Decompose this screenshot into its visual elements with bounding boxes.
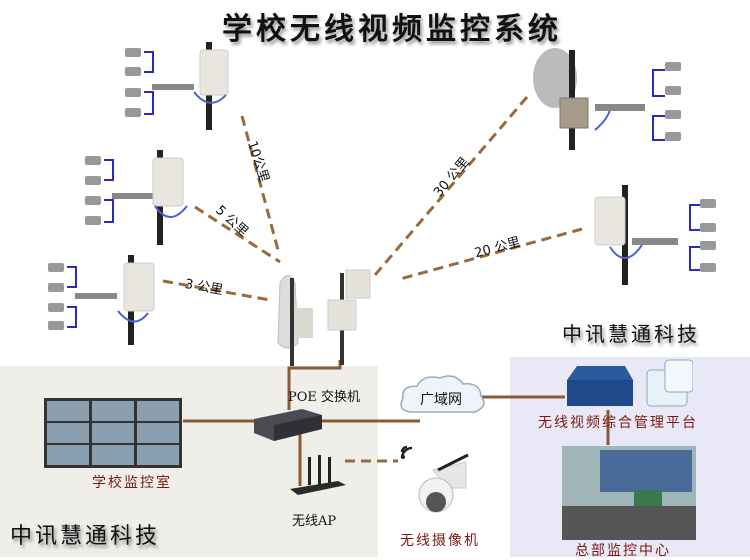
wan-cloud-icon: [400, 375, 485, 413]
switch-icon: [632, 238, 678, 245]
switch-icon: [595, 104, 645, 111]
remote-site-top-left: [125, 42, 229, 130]
brand-watermark-bottom: 中讯慧通科技: [10, 524, 161, 549]
page-title: 学校无线视频监控系统: [222, 12, 562, 47]
brand-watermark-top: 中讯慧通科技: [562, 322, 700, 346]
switch-icon: [112, 193, 154, 199]
wan-label: 广域网: [420, 392, 462, 408]
wireless-camera-icon: [400, 445, 469, 513]
bridge-radio-icon: [152, 157, 184, 207]
link-line-3km: [162, 279, 271, 302]
link-line-10km: [240, 115, 280, 251]
school-room-label: 学校监控室: [92, 475, 172, 491]
wireless-ap-icon: [290, 455, 346, 495]
switch-icon: [152, 84, 194, 90]
remote-site-bottom-left: [48, 255, 155, 345]
platform-label: 无线视频综合管理平台: [538, 415, 698, 431]
management-platform-icon: [567, 359, 693, 407]
wireless-ap-label: 无线AP: [292, 514, 337, 529]
bridge-radio-icon: [559, 97, 589, 129]
bridge-radio-icon: [327, 299, 357, 331]
poe-switch-icon: [254, 409, 322, 441]
hq-photo: [562, 446, 696, 540]
link-line-5km: [194, 205, 281, 264]
remote-site-top-right: [533, 48, 681, 150]
panel-antenna-icon: [345, 269, 371, 299]
poe-switch-label: POE 交换机: [288, 390, 361, 405]
hq-center-label: 总部监控中心: [575, 543, 671, 559]
bridge-radio-icon: [123, 262, 155, 312]
remote-site-mid-right: [594, 185, 716, 285]
wireless-camera-label: 无线摄像机: [400, 533, 480, 549]
video-wall-icon: [44, 398, 182, 468]
bridge-radio-icon: [199, 49, 229, 96]
dish-antenna-icon: [533, 48, 577, 108]
base-station-antennas: [277, 269, 371, 366]
camera-group: [125, 48, 141, 117]
switch-icon: [75, 293, 117, 299]
link-line-30km: [373, 96, 529, 276]
bridge-radio-icon: [594, 196, 626, 246]
remote-site-mid-left: [85, 150, 188, 245]
